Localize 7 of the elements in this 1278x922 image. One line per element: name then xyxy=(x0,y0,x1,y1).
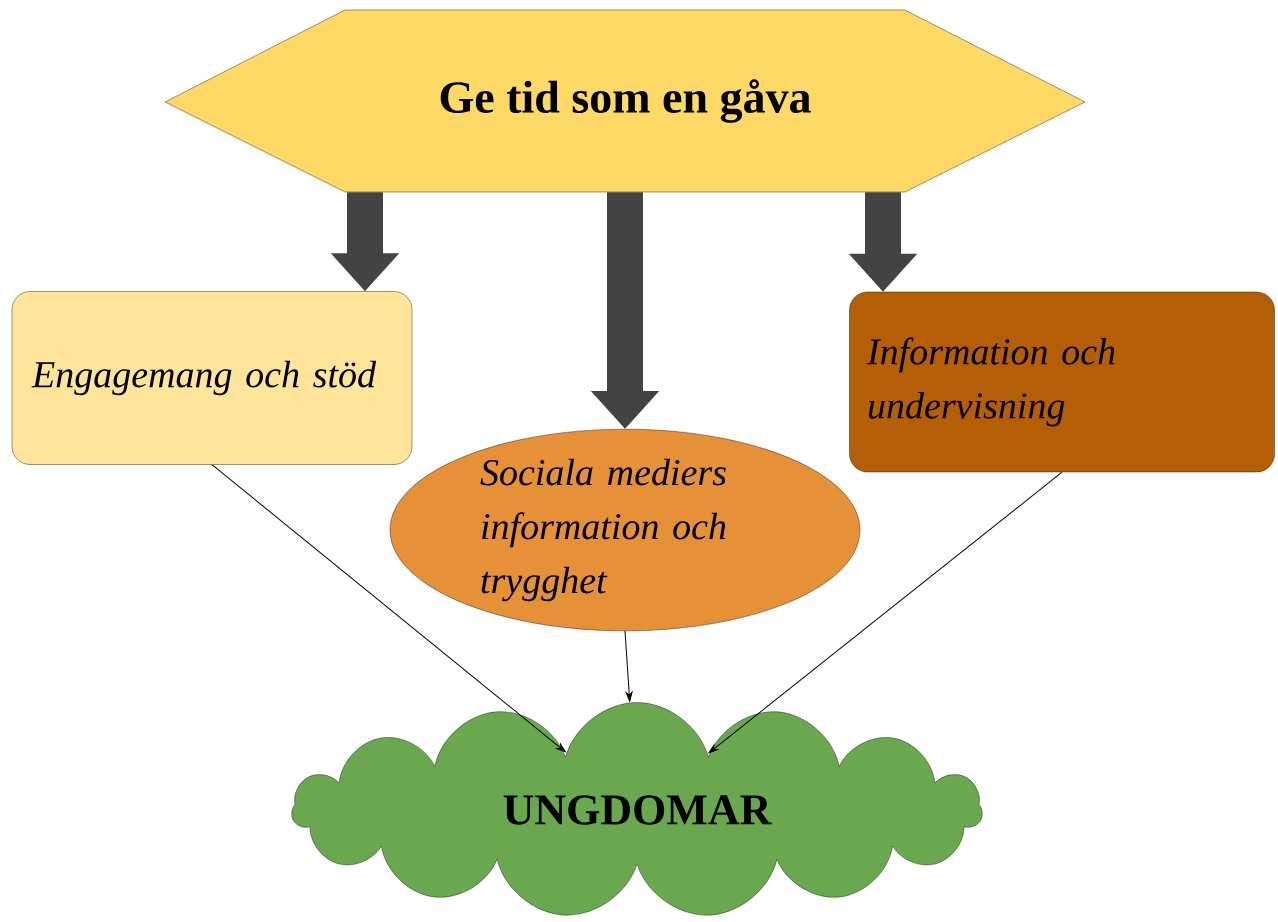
arrow xyxy=(708,471,1063,754)
arrow xyxy=(211,464,566,753)
rounded-box: Engagemang och stöd xyxy=(11,291,413,465)
hexagon-banner: Ge tid som en gåva xyxy=(164,9,1086,193)
arrow xyxy=(624,630,633,702)
rounded-box: Information och undervisning xyxy=(849,291,1275,473)
cloud: UNGDOMAR xyxy=(291,702,983,916)
